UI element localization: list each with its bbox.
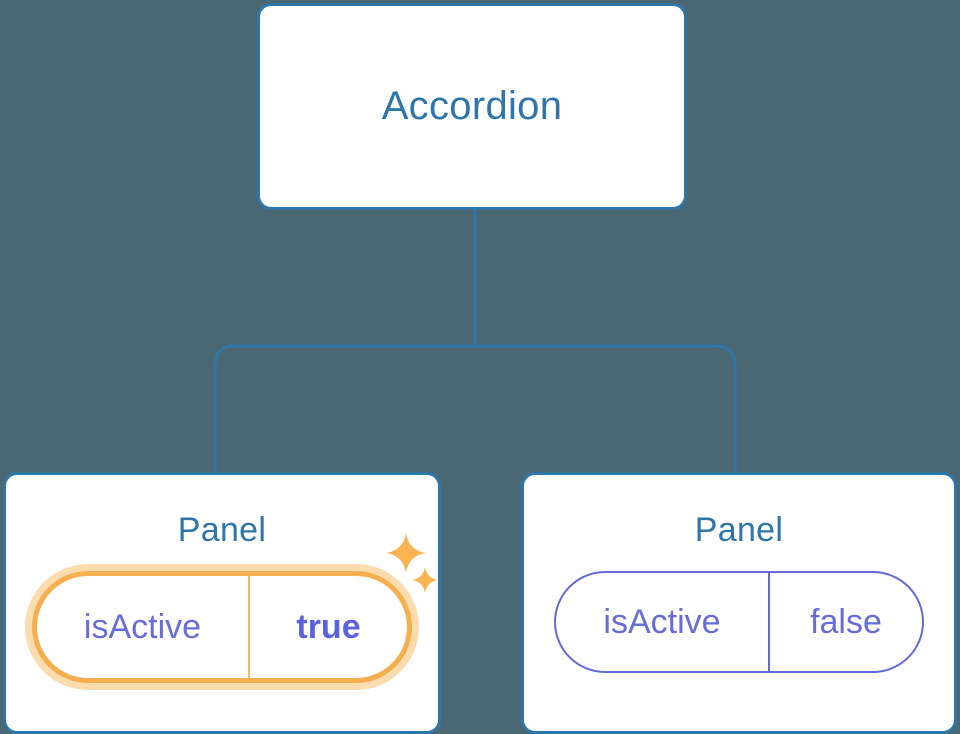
node-card-panel-inactive[interactable]: Panel isActive false [521, 472, 957, 734]
sparkle-icon [412, 567, 438, 593]
prop-value-cell: true [250, 576, 407, 678]
prop-key-label: isActive [83, 607, 202, 646]
sparkle-icon [386, 533, 426, 573]
prop-value-label: false [810, 602, 882, 641]
prop-pill-highlighted[interactable]: isActive true [32, 571, 412, 683]
node-card-panel-active[interactable]: Panel isActive true [3, 472, 441, 734]
prop-key-label: isActive [603, 602, 721, 641]
prop-key-cell: isActive [37, 576, 250, 678]
prop-key-cell: isActive [556, 573, 770, 671]
prop-pill-wrapper: isActive true [32, 533, 438, 683]
prop-pill-wrapper: isActive false [554, 571, 924, 673]
prop-value-cell: false [770, 573, 922, 671]
node-card-accordion[interactable]: Accordion [257, 3, 687, 210]
node-title: Panel [694, 511, 784, 549]
node-title: Accordion [381, 84, 563, 128]
prop-value-label: true [296, 607, 361, 646]
node-title: Panel [177, 511, 267, 549]
prop-pill[interactable]: isActive false [554, 571, 924, 673]
